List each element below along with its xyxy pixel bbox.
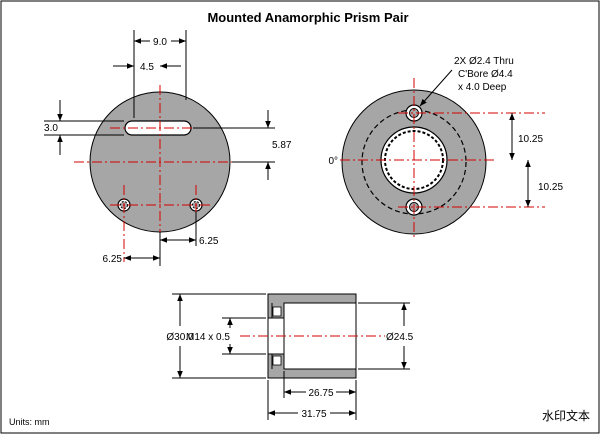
- dim-total-length: 31.75: [301, 409, 326, 420]
- units-label: Units: mm: [9, 417, 50, 427]
- drawing-title: Mounted Anamorphic Prism Pair: [207, 10, 408, 25]
- dim-inner-length: 26.75: [308, 388, 333, 399]
- dim-slot-offset: 5.87: [272, 140, 292, 151]
- dim-slot-width: 3.0: [44, 123, 58, 134]
- section-view: Ø30.0 M14 x 0.5 Ø24.5 26.75 31.75: [166, 293, 414, 420]
- dim-thread: M14 x 0.5: [186, 332, 230, 343]
- dim-upper: 10.25: [518, 134, 543, 145]
- dim-outer-diameter: Ø30.0: [166, 332, 194, 343]
- side-view: 2X Ø2.4 Thru C'Bore Ø4.4 x 4.0 Deep 10.2…: [328, 56, 563, 238]
- angle-label: 0°: [328, 156, 338, 167]
- dim-bore-diameter: Ø24.5: [386, 332, 414, 343]
- dim-hole-left: 6.25: [103, 254, 123, 265]
- front-view: 9.0 4.5 3.0 5.87 6.25 6.25: [44, 30, 292, 266]
- dim-slot-half: 4.5: [140, 62, 154, 73]
- dim-hole-right: 6.25: [199, 236, 219, 247]
- hole-note-1: 2X Ø2.4 Thru: [454, 56, 514, 67]
- dim-lower: 10.25: [538, 182, 563, 193]
- hole-note-3: x 4.0 Deep: [458, 82, 507, 93]
- hole-note-2: C'Bore Ø4.4: [458, 69, 513, 80]
- dim-slot-length: 9.0: [153, 37, 167, 48]
- watermark: 水印文本: [542, 408, 590, 423]
